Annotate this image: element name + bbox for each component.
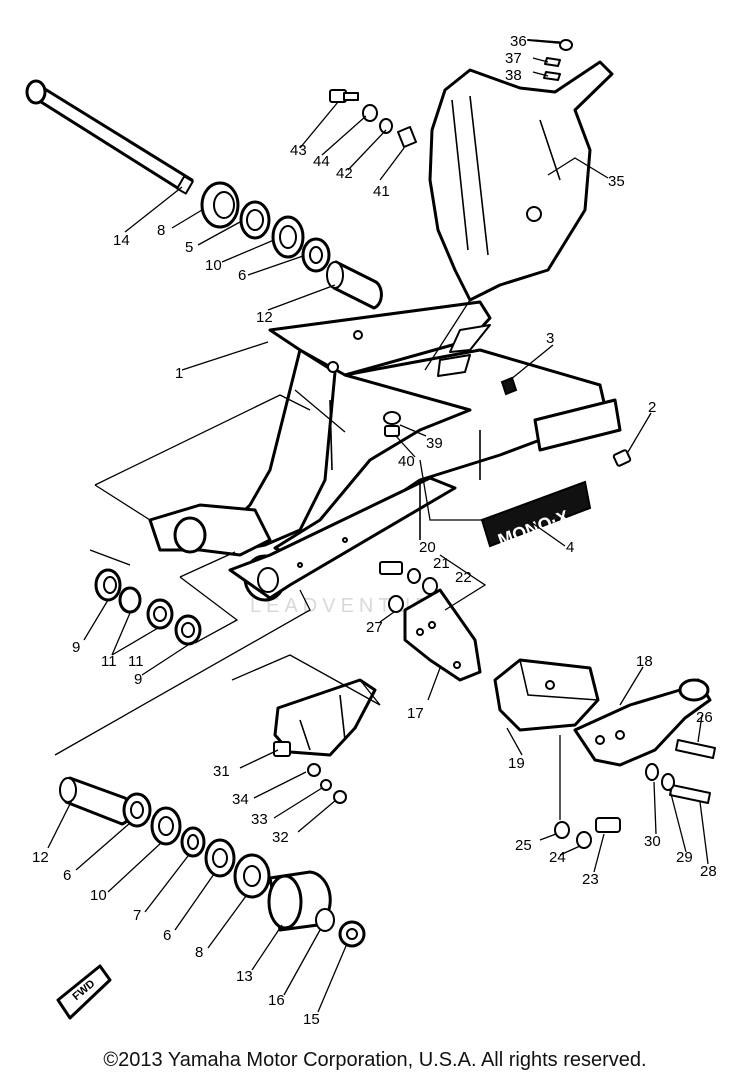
chain-tensioner xyxy=(493,658,621,849)
callout-18: 18 xyxy=(636,653,653,670)
callout-9-right: 9 xyxy=(134,671,142,688)
callout-19: 19 xyxy=(508,755,525,772)
left-lower-bushings xyxy=(94,568,202,646)
callout-42: 42 xyxy=(336,165,353,182)
callout-2: 2 xyxy=(648,399,656,416)
callout-34: 34 xyxy=(232,791,249,808)
callout-leaders xyxy=(47,39,709,1013)
callout-5: 5 xyxy=(185,239,193,256)
callout-31: 31 xyxy=(213,763,230,780)
callout-15: 15 xyxy=(303,1011,320,1028)
shock-bracket xyxy=(379,561,482,682)
callout-36: 36 xyxy=(510,33,527,50)
callout-11-left: 11 xyxy=(101,653,117,670)
callout-21: 21 xyxy=(433,555,450,572)
top-bearing-stack xyxy=(200,181,383,310)
callout-25: 25 xyxy=(515,837,532,854)
callout-30: 30 xyxy=(644,833,661,850)
callout-7: 7 xyxy=(133,907,141,924)
callout-6-top: 6 xyxy=(238,267,246,284)
callout-27: 27 xyxy=(366,619,383,636)
callout-41: 41 xyxy=(373,183,390,200)
small-bolts-middle xyxy=(383,376,632,467)
callout-35: 35 xyxy=(608,173,625,190)
fwd-arrow-icon: FWD xyxy=(56,964,112,1020)
callout-44: 44 xyxy=(313,153,330,170)
callout-16: 16 xyxy=(268,992,285,1009)
callout-26: 26 xyxy=(696,709,713,726)
callout-37: 37 xyxy=(505,50,522,67)
copyright-notice: ©2013 Yamaha Motor Corporation, U.S.A. A… xyxy=(103,1049,647,1071)
callout-11-right: 11 xyxy=(128,653,144,670)
callout-8-lower: 8 xyxy=(195,944,203,961)
callout-13: 13 xyxy=(236,968,253,985)
callout-10-lower: 10 xyxy=(90,887,107,904)
callout-14: 14 xyxy=(113,232,130,249)
chain-guard xyxy=(428,39,614,302)
mono-x-decal: MONO·X xyxy=(480,480,592,550)
pivot-shaft xyxy=(25,79,194,195)
callout-1: 1 xyxy=(175,365,183,382)
callout-20: 20 xyxy=(419,539,436,556)
callout-43: 43 xyxy=(290,142,307,159)
callout-10-top: 10 xyxy=(205,257,222,274)
long-bolts xyxy=(645,739,716,804)
callout-12-top: 12 xyxy=(256,309,273,326)
callout-8-top: 8 xyxy=(157,222,165,239)
assembly-guide-lines xyxy=(54,299,561,820)
callout-22: 22 xyxy=(455,569,472,586)
callout-33: 33 xyxy=(251,811,268,828)
callout-38: 38 xyxy=(505,67,522,84)
callout-12-lower: 12 xyxy=(32,849,49,866)
callout-6-lower-b: 6 xyxy=(163,927,171,944)
top-bolt-set xyxy=(329,89,417,148)
callout-29: 29 xyxy=(676,849,693,866)
callout-numbers: 1 2 3 4 5 6 6 6 7 8 8 9 9 10 10 11 11 12… xyxy=(32,33,717,1028)
callout-3: 3 xyxy=(546,330,554,347)
callout-6-lower: 6 xyxy=(63,867,71,884)
callout-39: 39 xyxy=(426,435,443,452)
callout-23: 23 xyxy=(582,871,599,888)
callout-32: 32 xyxy=(272,829,289,846)
tensioner-arm xyxy=(573,678,712,767)
lower-bearing-stack xyxy=(59,776,366,948)
callout-4: 4 xyxy=(566,539,574,556)
callout-9-left: 9 xyxy=(72,639,80,656)
lower-cover xyxy=(273,678,377,804)
callout-17: 17 xyxy=(407,705,424,722)
callout-24: 24 xyxy=(549,849,566,866)
callout-40: 40 xyxy=(398,453,415,470)
callout-28: 28 xyxy=(700,863,717,880)
